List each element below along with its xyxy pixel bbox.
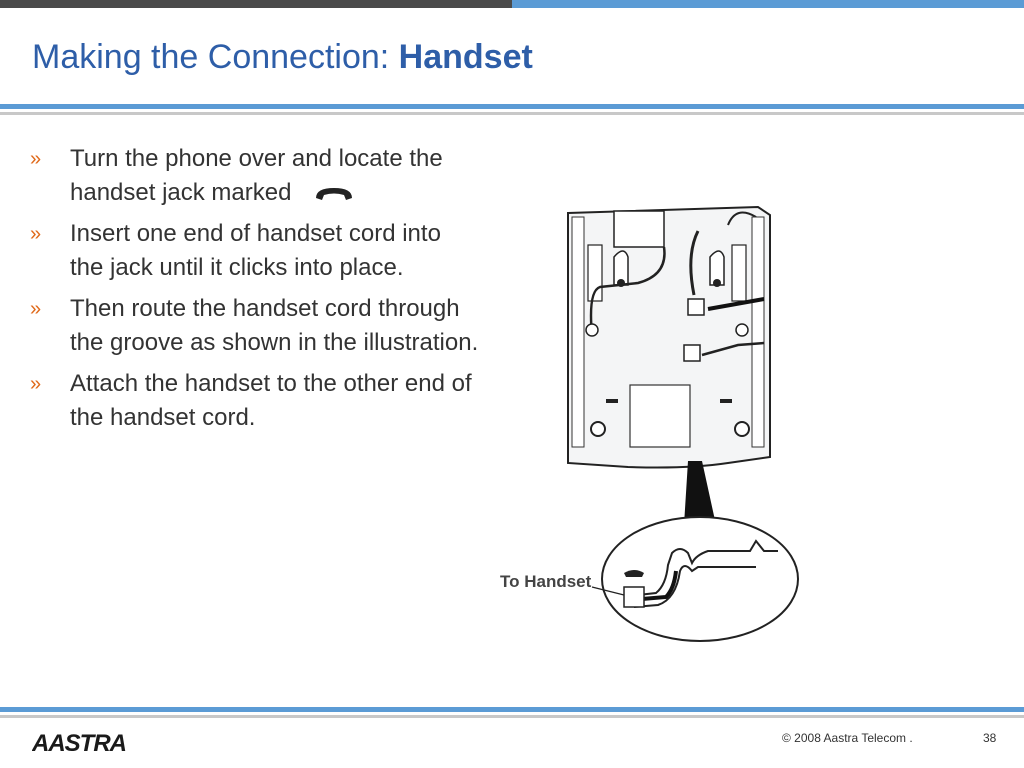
title-divider-gray <box>0 112 1024 115</box>
bullet-list: » Turn the phone over and locate the han… <box>30 142 480 442</box>
top-bar-dark <box>0 0 512 8</box>
bullet-marker: » <box>30 298 42 320</box>
bullet-text: Turn the phone over and locate the hands… <box>70 145 443 206</box>
aastra-logo: AASTRA <box>32 730 127 754</box>
slide-title-prefix: Making the Connection: <box>32 38 399 76</box>
footer-divider-gray <box>0 715 1024 718</box>
bullet-text: Insert one end of handset cord into the … <box>70 220 441 281</box>
footer-copyright: © 2008 Aastra Telecom . <box>782 731 913 745</box>
bullet-marker: » <box>30 373 42 395</box>
top-bar-blue <box>512 0 1024 8</box>
bullet-marker: » <box>30 148 42 170</box>
svg-text:AASTRA: AASTRA <box>32 730 126 754</box>
figure-callout-label: To Handset <box>500 572 592 591</box>
bullet-item: » Attach the handset to the other end of… <box>30 367 480 435</box>
phone-underside-illustration: To Handset <box>500 205 799 642</box>
bullet-text: Attach the handset to the other end of t… <box>70 370 472 431</box>
title-divider-blue <box>0 104 1024 109</box>
bullet-item: » Then route the handset cord through th… <box>30 292 480 360</box>
slide-title: Making the Connection: Handset <box>32 38 533 77</box>
bullet-item: » Turn the phone over and locate the han… <box>30 142 480 210</box>
footer-page-number: 38 <box>983 731 997 745</box>
bullet-marker: » <box>30 223 42 245</box>
bullet-text: Then route the handset cord through the … <box>70 295 479 356</box>
handset-icon <box>316 187 353 200</box>
slide-title-bold: Handset <box>398 38 533 76</box>
footer-divider-blue <box>0 707 1024 712</box>
bullet-item: » Insert one end of handset cord into th… <box>30 217 480 285</box>
